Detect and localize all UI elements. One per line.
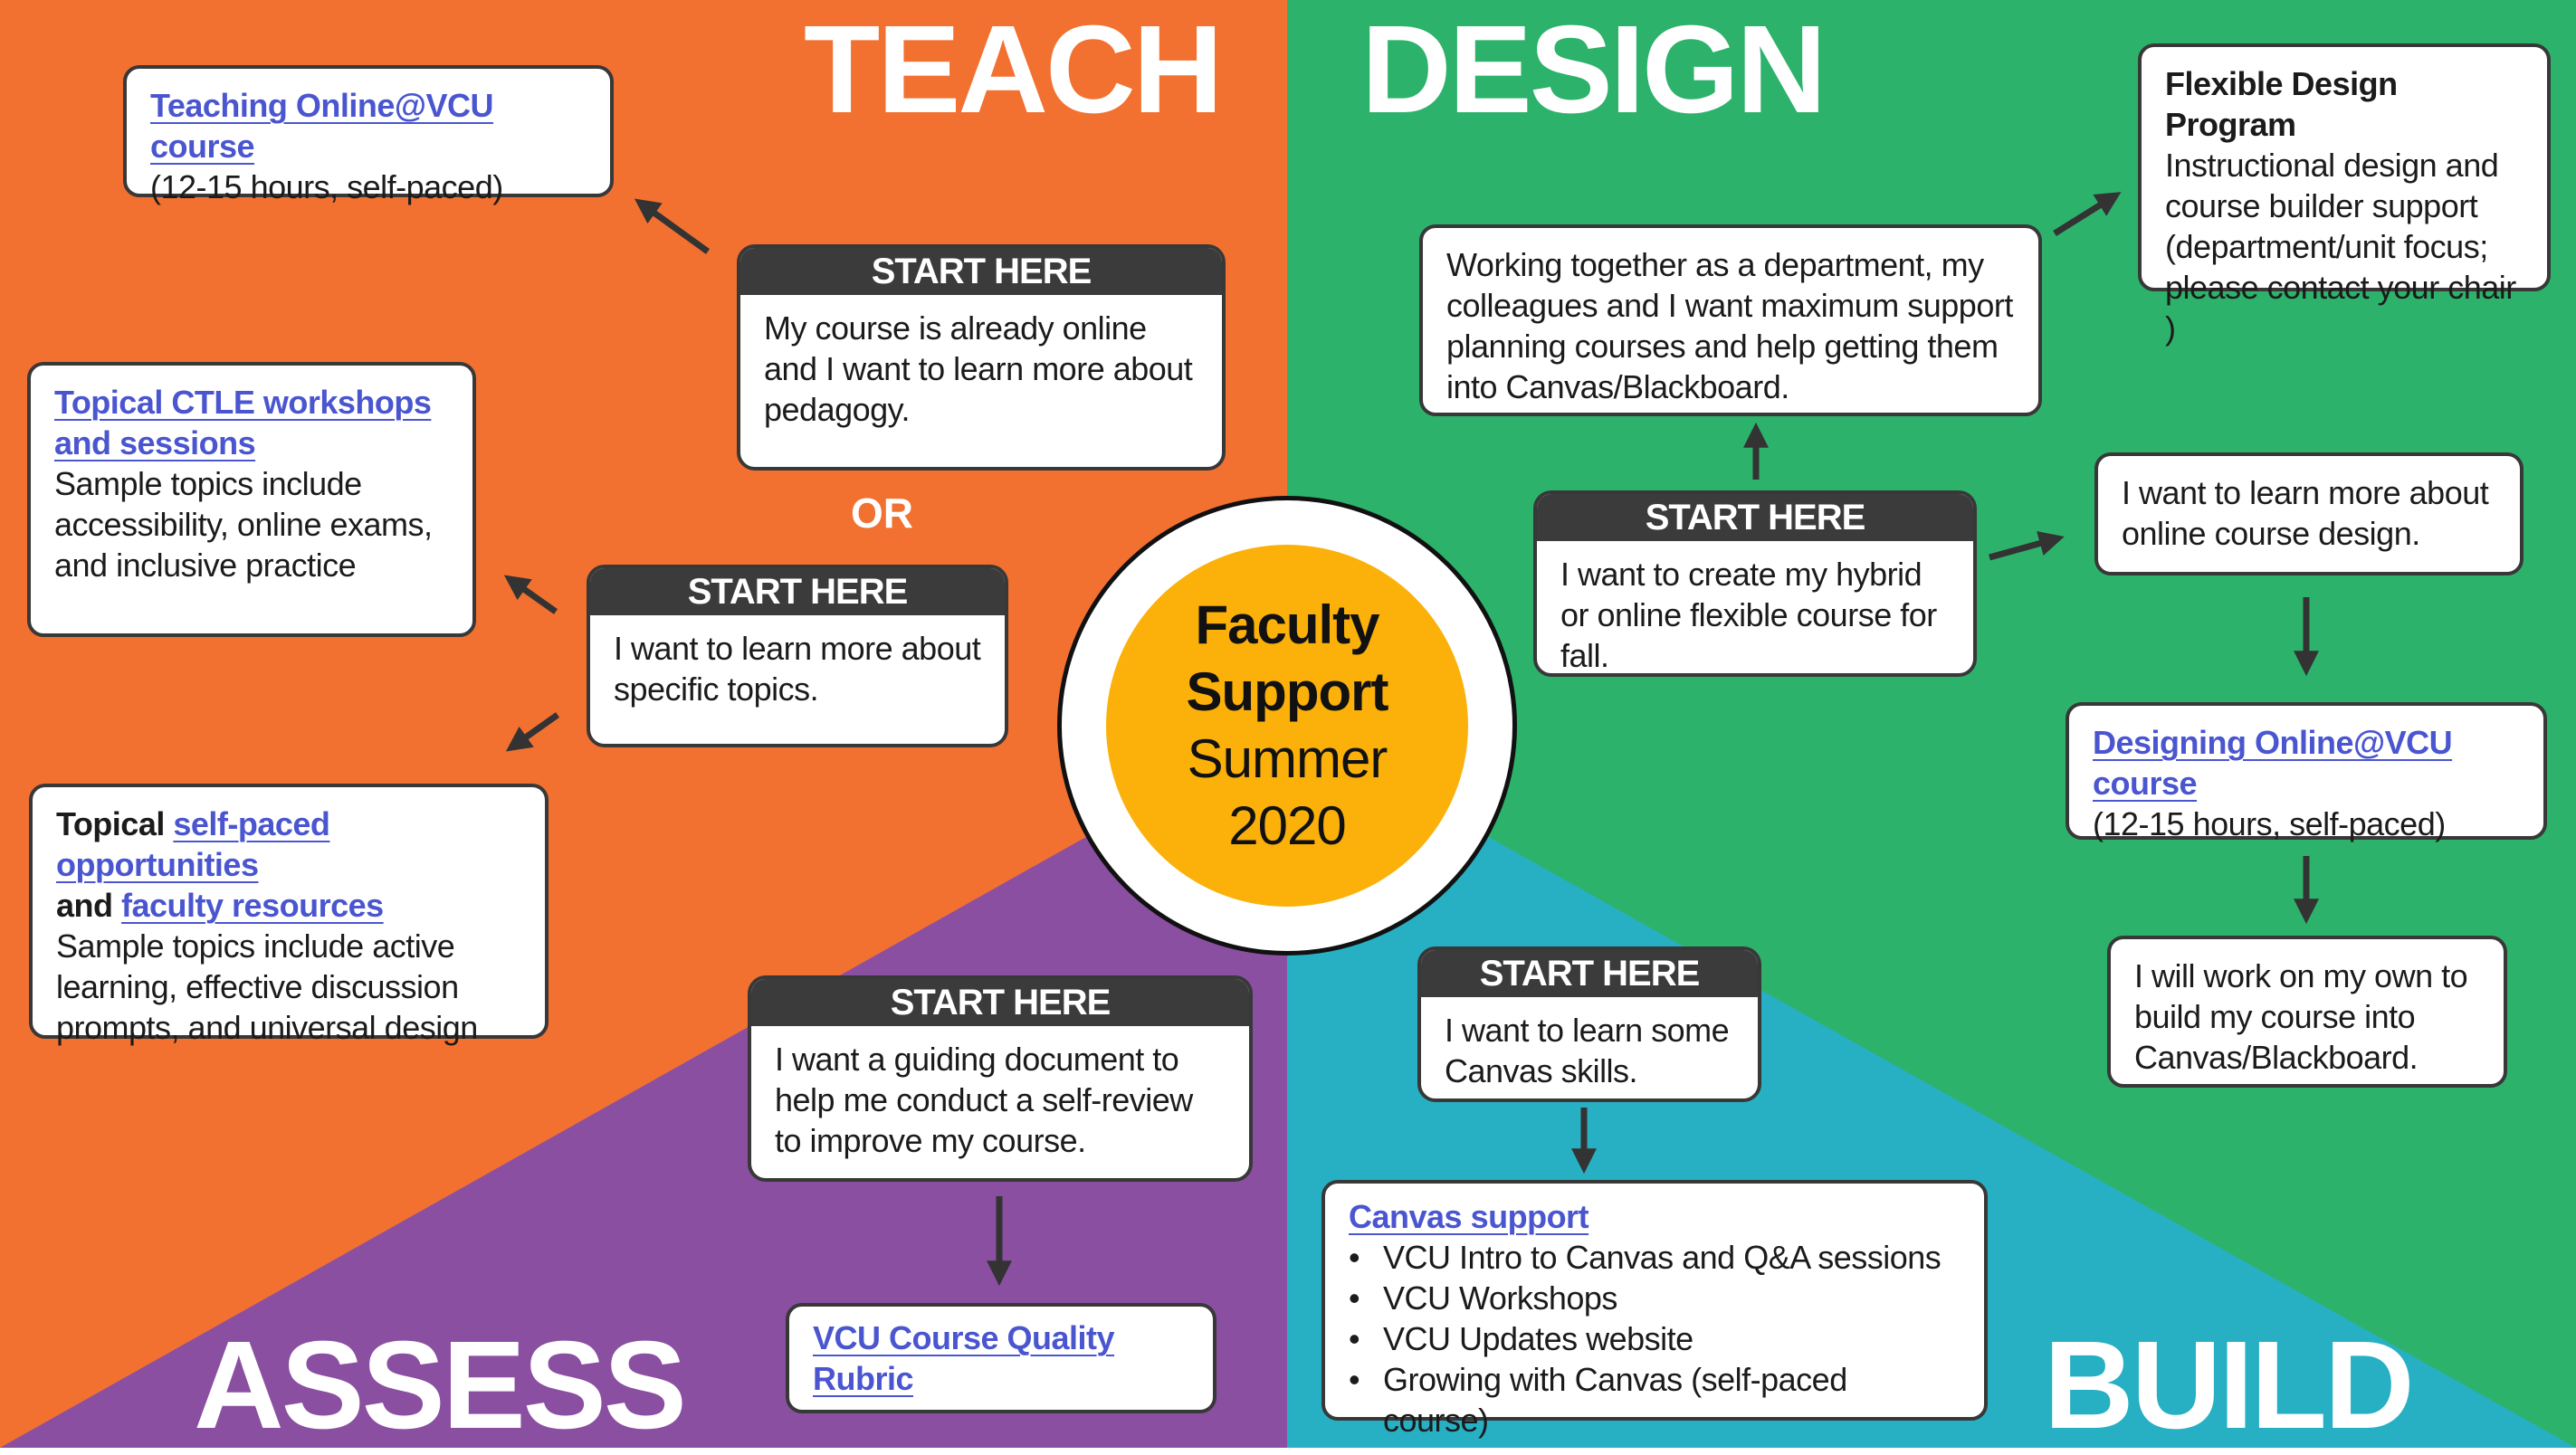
workshops-link[interactable]: Topical CTLE workshops and sessions: [54, 384, 432, 461]
rubric-box: VCU Course Quality Rubric: [786, 1303, 1216, 1413]
designing-online-course-link[interactable]: Designing Online@VCU course: [2093, 724, 2453, 802]
start-here-header: START HERE: [751, 979, 1249, 1026]
arrow-topics-to-selfpaced: [505, 712, 560, 752]
flexible-design-program-detail: Instructional design and course builder …: [2165, 147, 2516, 347]
canvas-support-list: VCU Intro to Canvas and Q&A sessions VCU…: [1349, 1237, 1961, 1441]
assess-title: ASSESS: [194, 1316, 687, 1455]
start-here-text: I want to learn more about specific topi…: [614, 630, 981, 708]
arrow-topics-to-workshops: [503, 575, 558, 614]
center-line-support: Support: [1186, 661, 1389, 722]
flexible-design-program-title: Flexible Design Program: [2165, 65, 2398, 143]
list-item: VCU Updates website: [1349, 1318, 1961, 1359]
design-title: DESIGN: [1361, 0, 1827, 139]
build-title: BUILD: [2044, 1316, 2415, 1455]
teach-start-pedagogy: START HERE My course is already online a…: [737, 244, 1226, 471]
workshops-box: Topical CTLE workshops and sessions Samp…: [27, 362, 476, 637]
arrow-start-to-learn-more: [1989, 531, 2065, 561]
center-line-summer: Summer: [1187, 728, 1388, 789]
start-here-header: START HERE: [1421, 950, 1758, 997]
center-circle: Faculty Support Summer 2020: [1106, 545, 1468, 907]
canvas-support-box: Canvas support VCU Intro to Canvas and Q…: [1321, 1180, 1988, 1439]
own-build-box: I will work on my own to build my course…: [2107, 936, 2507, 1088]
start-here-text: I want to learn some Canvas skills.: [1445, 1012, 1730, 1089]
teaching-online-course-link[interactable]: Teaching Online@VCU course: [150, 87, 493, 165]
workshops-detail: Sample topics include accessibility, onl…: [54, 465, 433, 584]
teaching-online-course-box: Teaching Online@VCU course (12-15 hours,…: [123, 65, 614, 205]
arrow-department-to-program: [2053, 192, 2122, 236]
selfpaced-link[interactable]: self-paced opportunities: [56, 805, 330, 883]
start-here-header: START HERE: [740, 248, 1222, 295]
arrow-pedagogy-to-online-course: [634, 198, 711, 254]
start-here-header: START HERE: [1537, 494, 1973, 541]
list-item: VCU Intro to Canvas and Q&A sessions: [1349, 1237, 1961, 1278]
designing-online-course-detail: (12-15 hours, self-paced): [2093, 805, 2446, 842]
list-item: Growing with Canvas (self-paced course): [1349, 1359, 1961, 1441]
list-item: VCU Workshops: [1349, 1278, 1961, 1318]
flexible-design-program-box: Flexible Design Program Instructional de…: [2138, 43, 2551, 347]
department-text: Working together as a department, my col…: [1446, 246, 2013, 405]
start-here-text: My course is already online and I want t…: [764, 309, 1193, 428]
selfpaced-mid: and: [56, 887, 122, 924]
start-here-text: I want to create my hybrid or online fle…: [1560, 556, 1937, 674]
canvas-support-link[interactable]: Canvas support: [1349, 1198, 1589, 1235]
own-build-text: I will work on my own to build my course…: [2134, 957, 2468, 1076]
center-line-faculty: Faculty: [1195, 594, 1379, 655]
center-line-year: 2020: [1228, 795, 1346, 856]
selfpaced-pre: Topical: [56, 805, 174, 842]
teach-title: TEACH: [804, 0, 1223, 139]
or-label: OR: [851, 490, 913, 537]
selfpaced-box: Topical self-paced opportunities and fac…: [29, 784, 549, 1046]
designing-online-course-box: Designing Online@VCU course (12-15 hours…: [2066, 702, 2547, 842]
start-here-header: START HERE: [590, 568, 1005, 615]
assess-start: START HERE I want a guiding document to …: [748, 975, 1253, 1182]
design-start: START HERE I want to create my hybrid or…: [1533, 490, 1977, 677]
learn-online-design-box: I want to learn more about online course…: [2094, 452, 2524, 575]
assess-region: [0, 724, 1287, 1448]
build-start: START HERE I want to learn some Canvas s…: [1417, 946, 1761, 1102]
teaching-online-course-detail: (12-15 hours, self-paced): [150, 168, 503, 205]
teach-start-topics: START HERE I want to learn more about sp…: [587, 565, 1008, 747]
learn-online-design-text: I want to learn more about online course…: [2122, 474, 2489, 552]
department-box: Working together as a department, my col…: [1419, 224, 2042, 416]
faculty-resources-link[interactable]: faculty resources: [121, 887, 384, 924]
selfpaced-detail: Sample topics include active learning, e…: [56, 927, 478, 1046]
rubric-link[interactable]: VCU Course Quality Rubric: [813, 1319, 1115, 1397]
start-here-text: I want a guiding document to help me con…: [775, 1041, 1193, 1159]
